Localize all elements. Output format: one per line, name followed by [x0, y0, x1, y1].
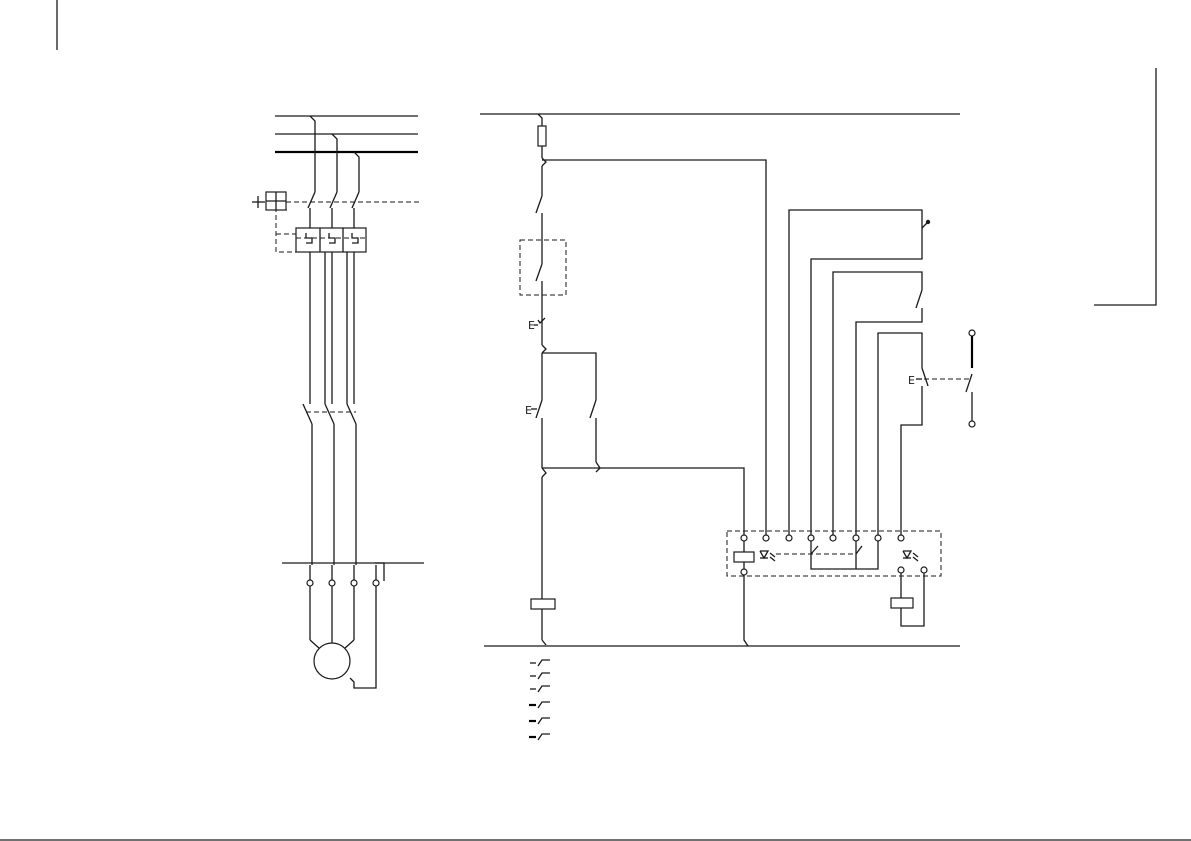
- control-series-contacts: E: [520, 166, 566, 353]
- symbol-legend: [529, 660, 550, 740]
- contactor-main-contacts: [303, 404, 356, 565]
- contactor-coil: [531, 477, 555, 645]
- power-conductors: [310, 252, 354, 404]
- safety-relay-module: [727, 531, 941, 576]
- output-load: [891, 573, 924, 626]
- emergency-stop-label-2: E: [525, 404, 532, 417]
- overload-relay: [276, 210, 366, 252]
- emergency-stop-label-3: E: [908, 374, 915, 387]
- motor: [310, 586, 376, 688]
- sensor-inputs: E: [789, 210, 970, 535]
- emergency-stop-label-1: E: [528, 319, 535, 332]
- control-fuse: [538, 126, 546, 146]
- door-interlock-box: [520, 240, 566, 295]
- status-led-icon: [760, 551, 775, 561]
- relay-coil: [734, 552, 754, 562]
- control-circuit: E E: [480, 114, 975, 740]
- start-circuit: E: [525, 353, 744, 535]
- supply-lines: [275, 116, 418, 192]
- power-circuit: [252, 116, 424, 688]
- motor-terminals: [282, 563, 424, 586]
- output-led-icon: [903, 551, 918, 561]
